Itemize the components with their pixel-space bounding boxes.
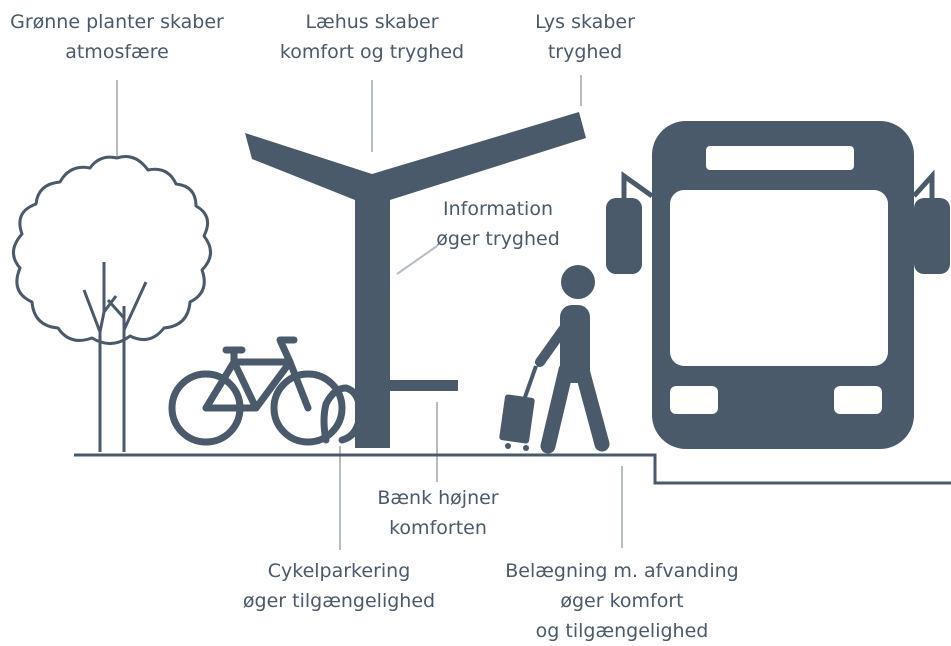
label-bike-line2: øger tilgængelighed	[242, 590, 436, 612]
bench-icon	[390, 380, 458, 391]
label-light: Lys skaber tryghed	[510, 7, 660, 67]
label-plants-line1: Grønne planter skaber	[10, 11, 224, 33]
label-shelter: Læhus skaber komfort og tryghed	[262, 7, 482, 67]
bus-mirror-right	[914, 198, 950, 274]
bicycle-icon	[168, 336, 346, 446]
label-paving-line3: og tilgængelighed	[535, 620, 709, 642]
suitcase-icon	[499, 365, 538, 451]
label-shelter-line2: komfort og tryghed	[279, 41, 465, 63]
leader-lines	[116, 75, 623, 550]
bus-mirror-left	[606, 198, 642, 274]
label-info: Information øger tryghed	[418, 194, 578, 254]
bus-headlight-right	[834, 386, 882, 414]
label-paving: Belægning m. afvanding øger komfort og t…	[482, 556, 762, 646]
ground-line	[74, 453, 951, 485]
label-shelter-line1: Læhus skaber	[305, 11, 439, 33]
bus-headlight-left	[670, 386, 718, 414]
label-light-line1: Lys skaber	[535, 11, 635, 33]
label-bike-line1: Cykelparkering	[267, 560, 411, 582]
shelter-icon	[245, 112, 586, 448]
label-paving-line2: øger komfort	[560, 590, 684, 612]
label-bench-line1: Bænk højner	[377, 487, 499, 509]
label-info-line1: Information	[443, 198, 553, 220]
label-info-line2: øger tryghed	[436, 228, 560, 250]
label-paving-line1: Belægning m. afvanding	[505, 560, 739, 582]
label-bike: Cykelparkering øger tilgængelighed	[226, 556, 452, 616]
label-plants-line2: atmosfære	[65, 41, 169, 63]
label-plants: Grønne planter skaber atmosfære	[0, 7, 234, 67]
label-bench-line2: komforten	[389, 517, 487, 539]
bus-icon	[606, 121, 950, 449]
bus-destination-sign	[706, 146, 854, 170]
tree-icon	[12, 155, 212, 452]
label-light-line2: tryghed	[547, 41, 623, 63]
label-bench: Bænk højner komforten	[366, 483, 510, 543]
leader-info	[396, 245, 438, 275]
bus-windshield	[670, 190, 888, 366]
pedestrian-icon	[535, 265, 610, 454]
